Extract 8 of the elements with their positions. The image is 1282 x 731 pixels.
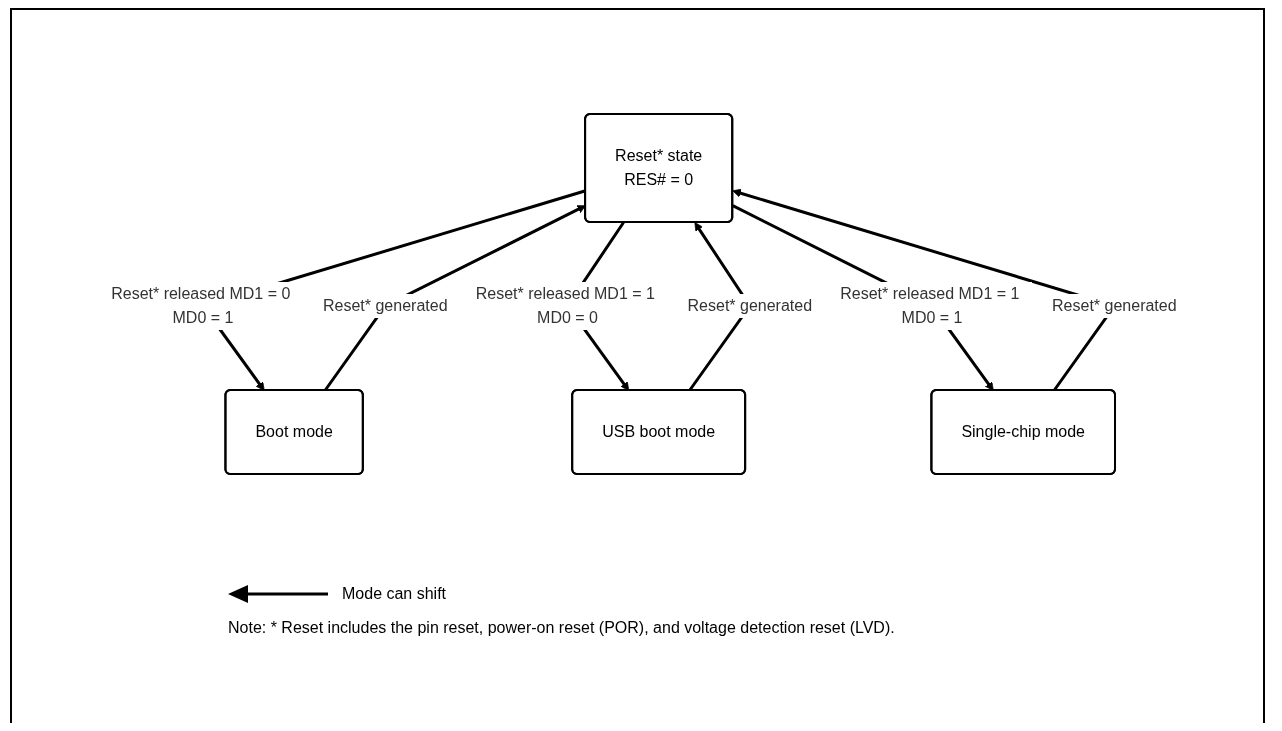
edge-label: Reset* released MD1 = 1 MD0 = 0 xyxy=(475,285,656,326)
edge-label: Reset* released MD1 = 1 MD0 = 1 xyxy=(840,285,1020,326)
legend-text: Mode can shift xyxy=(342,585,447,603)
edge-label: Reset* generated xyxy=(1052,297,1177,314)
edge-label: Reset* generated xyxy=(323,297,448,314)
note-text: Note: * Reset includes the pin reset, power-on reset (POR), and voltage detection reset (LVD). xyxy=(228,619,896,637)
edge-label: Reset* released MD1 = 0 MD0 = 1 xyxy=(111,285,291,326)
edge-label: Reset* generated xyxy=(687,297,813,314)
